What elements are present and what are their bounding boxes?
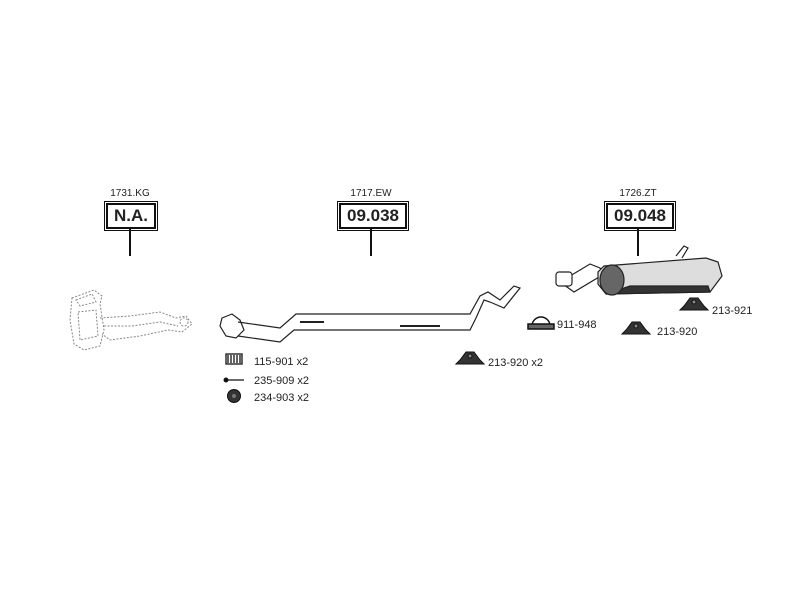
rubber-mount-icon [620, 321, 652, 335]
part-label-235909: 235-909 x2 [254, 375, 310, 387]
rubber-mount-icon [678, 297, 710, 311]
pipe-clamp-icon [527, 316, 555, 330]
part-label-234903: 234-903 x2 [254, 392, 310, 404]
spring-icon [225, 353, 243, 365]
code-box-na[interactable]: N.A. [104, 201, 158, 231]
catalyst-part [69, 289, 193, 351]
rear-muffler-part [555, 245, 723, 296]
part-label-213920: 213-920 [657, 326, 698, 338]
part-label-213921: 213-921 [712, 305, 753, 317]
middle-pipe-part [219, 285, 522, 343]
leader-line-2 [370, 229, 372, 256]
code-box-09038[interactable]: 09.038 [337, 201, 409, 231]
gasket-ring-icon [227, 389, 241, 403]
bolt-icon [223, 377, 244, 383]
code-box-09048[interactable]: 09.048 [604, 201, 676, 231]
part-label-911948: 911-948 [557, 319, 597, 331]
rubber-mount-icon [454, 351, 486, 365]
ref-1731kg: 1731.KG [110, 188, 150, 199]
ref-1726zt: 1726.ZT [619, 188, 657, 199]
ref-1717ew: 1717.EW [350, 188, 392, 199]
part-label-115901: 115-901 x2 [254, 356, 309, 368]
part-label-213920-x2: 213-920 x2 [488, 357, 544, 369]
leader-line-1 [129, 229, 131, 256]
leader-line-3 [637, 229, 639, 256]
